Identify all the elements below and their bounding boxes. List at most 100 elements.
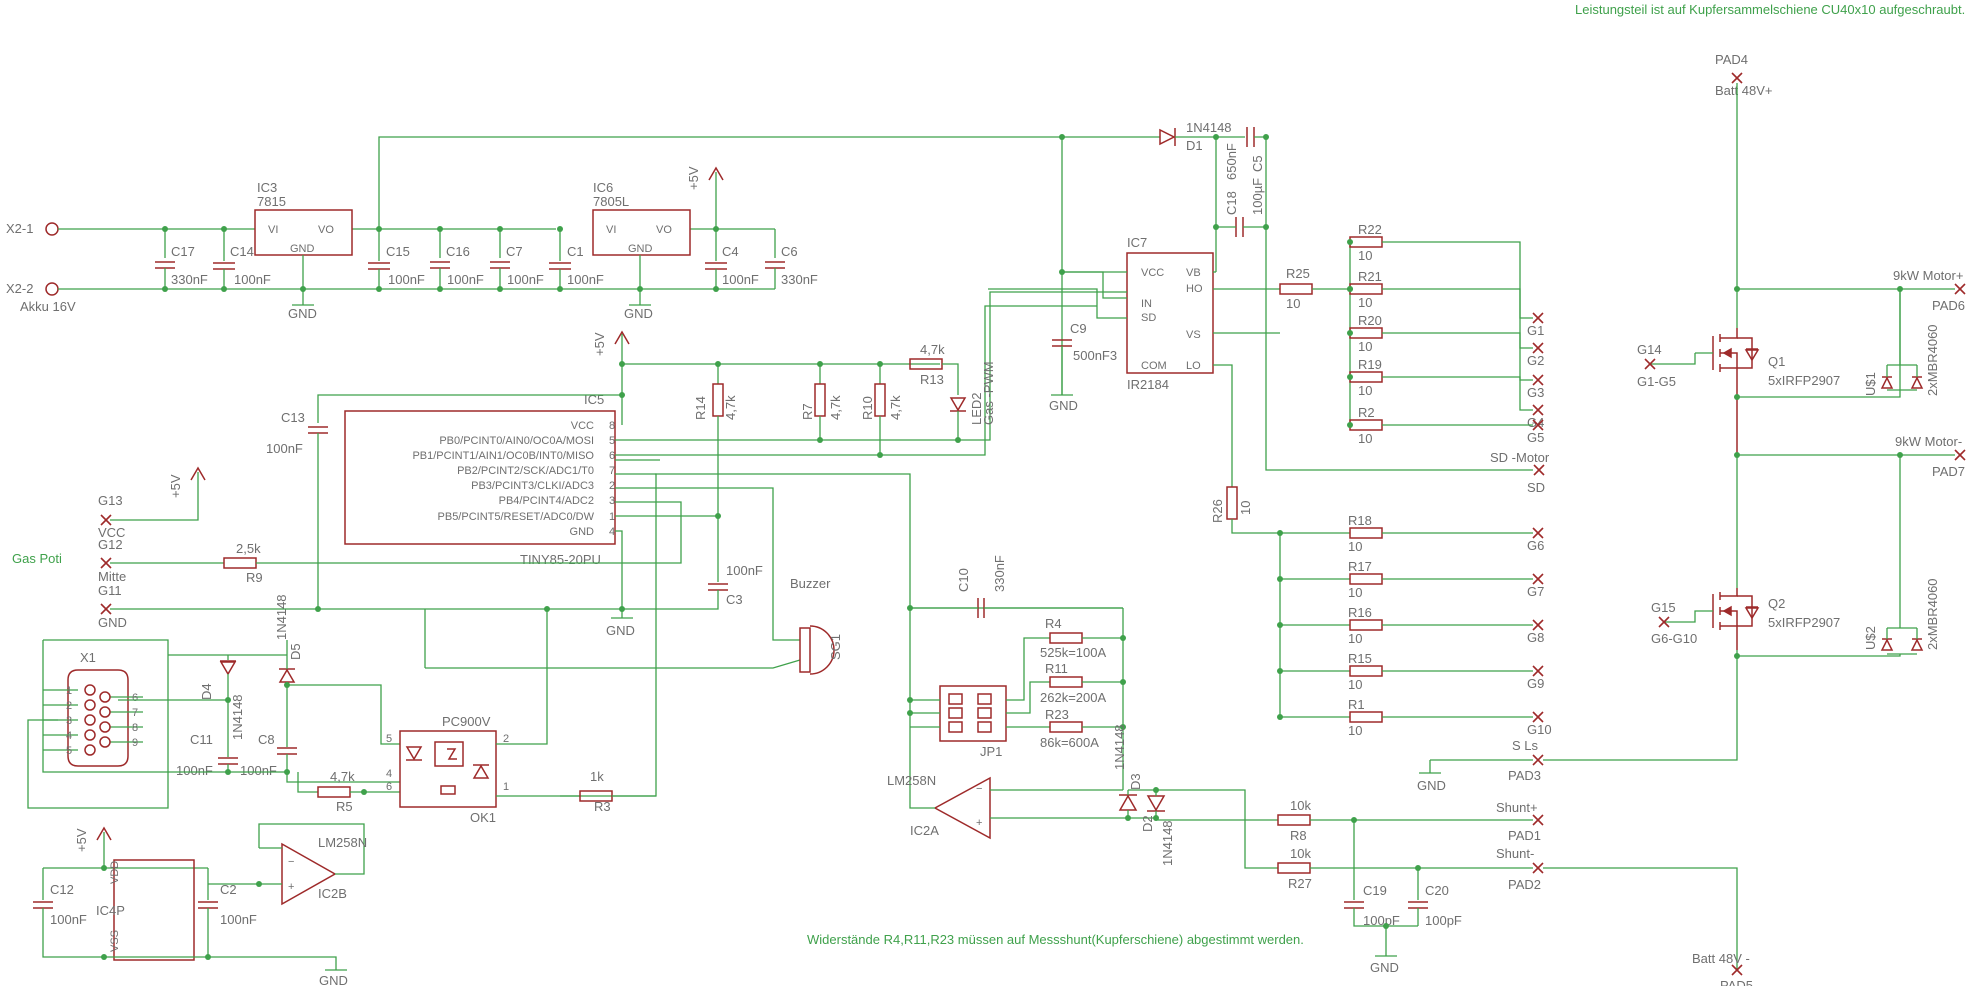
gnd-label-3: GND — [1049, 398, 1078, 413]
c8-value: 100nF — [240, 763, 277, 778]
d5-value: 1N4148 — [274, 594, 289, 640]
c17: C17 — [171, 244, 195, 259]
ok1: OK1 — [470, 810, 496, 825]
ic7-com: COM — [1141, 360, 1167, 372]
opamp-supply: +5V IC4P VDD VSS GND C12 100nF C2 100nF … — [33, 823, 367, 986]
r4-value: 525k=100A — [1040, 645, 1106, 660]
gate-pad-label: G1 — [1527, 323, 1544, 338]
gate-pad-x — [1532, 404, 1544, 416]
gate-pad-x — [1532, 711, 1544, 723]
gate-resistor-name: R22 — [1358, 222, 1382, 237]
g6-g10: G6-G10 — [1651, 631, 1697, 646]
d4-value: 1N4148 — [230, 694, 245, 740]
gate-pad-x — [1532, 527, 1544, 539]
cap-row — [155, 229, 785, 289]
ic6-vi: VI — [606, 224, 616, 236]
ic7-lo: LO — [1186, 360, 1201, 372]
pad6: PAD6 — [1932, 298, 1965, 313]
c15-value: 100nF — [388, 272, 425, 287]
x1-pin-number: 9 — [132, 737, 138, 749]
r4: R4 — [1045, 616, 1062, 631]
ic2b: IC2B — [318, 886, 347, 901]
r5-value: 4,7k — [330, 769, 355, 784]
gate-resistor — [1349, 236, 1383, 248]
ok1-value: PC900V — [442, 714, 491, 729]
c13: C13 — [281, 410, 305, 425]
c14-value: 100nF — [234, 272, 271, 287]
buzzer-label: Buzzer — [790, 576, 831, 591]
r25-value: 10 — [1286, 296, 1300, 311]
r27: R27 — [1288, 876, 1312, 891]
driver-section: 1N4148 D1 C5 C18 650nF 100µF IC7 IR2184 … — [988, 120, 1350, 534]
mcu-pin-number: 2 — [609, 480, 615, 492]
d1: D1 — [1186, 138, 1203, 153]
us2-value: 2xMBR4060 — [1925, 578, 1940, 650]
gate-resistor-name: R1 — [1348, 697, 1365, 712]
ic5-value: TINY85-20PU — [520, 552, 601, 567]
label-x2-1: X2-1 — [6, 221, 33, 236]
c9: C9 — [1070, 321, 1087, 336]
pad-vcc: VCC — [98, 525, 125, 540]
led2: LED2 — [969, 392, 984, 425]
label-akku: Akku 16V — [20, 299, 76, 314]
p5v-label-3: +5V — [168, 474, 183, 498]
gate-resistor-name: R2 — [1358, 405, 1375, 420]
gate-pad-label: G2 — [1527, 353, 1544, 368]
gate-pad-x — [1532, 619, 1544, 631]
c14: C14 — [230, 244, 254, 259]
gate-resistor-value: 10 — [1348, 631, 1362, 646]
d3-value: 1N4148 — [1112, 724, 1127, 770]
r8: R8 — [1290, 828, 1307, 843]
d2: D2 — [1140, 815, 1155, 832]
gate-banks — [1265, 242, 1533, 717]
gate-resistor-value: 10 — [1358, 339, 1372, 354]
r27-value: 10k — [1290, 846, 1311, 861]
g1-g5: G1-G5 — [1637, 374, 1676, 389]
ic2b-plus: + — [288, 881, 294, 893]
gate-resistor-name: R19 — [1358, 357, 1382, 372]
ic2a-value: LM258N — [887, 773, 936, 788]
r9-value: 2,5k — [236, 541, 261, 556]
jp1: JP1 — [980, 744, 1002, 759]
ic4p: IC4P — [96, 903, 125, 918]
p5v-label-1: +5V — [686, 166, 701, 190]
gate-resistor-value: 10 — [1358, 431, 1372, 446]
motor-minus: 9kW Motor- — [1895, 434, 1962, 449]
r13-value: 4,7k — [920, 342, 945, 357]
gate-pad-label: G5 — [1527, 430, 1544, 445]
mcu-pin-number: 5 — [609, 435, 615, 447]
c18-value: 650nF — [1224, 143, 1239, 180]
r23-value: 86k=600A — [1040, 735, 1099, 750]
c3-value: 100nF — [726, 563, 763, 578]
gate-resistor-name: R16 — [1348, 605, 1372, 620]
ic3-name: IC3 — [257, 180, 277, 195]
d4: D4 — [199, 683, 214, 700]
ic3-value: 7815 — [257, 194, 286, 209]
ic3-vo: VO — [318, 224, 334, 236]
d3: D3 — [1128, 773, 1143, 790]
ok1-pin2: 2 — [503, 733, 509, 745]
sg1: SG1 — [828, 634, 843, 660]
gate-pad-x — [1532, 374, 1544, 386]
sd-motor-label: SD -Motor — [1490, 450, 1550, 465]
gate-resistor — [1349, 419, 1383, 431]
gate-resistor — [1349, 327, 1383, 339]
r9: R9 — [246, 570, 263, 585]
c6-value: 330nF — [781, 272, 818, 287]
ok1-pin6: 6 — [386, 781, 392, 793]
gate-resistor — [1349, 573, 1383, 585]
c17-value: 330nF — [171, 272, 208, 287]
sd-label: SD — [1527, 480, 1545, 495]
gate-pad-x — [1532, 342, 1544, 354]
shunt-section: C10 330nF JP1 R4 525k=100A R11 262k=200A… — [655, 473, 1533, 975]
c9-value: 500nF3 — [1073, 348, 1117, 363]
c15: C15 — [386, 244, 410, 259]
r11: R11 — [1045, 661, 1068, 676]
ic2a-minus: − — [976, 783, 982, 795]
d5: D5 — [288, 643, 303, 660]
mcu-pin-label: VCC — [571, 420, 594, 432]
gate-resistor-name: R15 — [1348, 651, 1372, 666]
gate-pad-label: G10 — [1527, 722, 1552, 737]
ok1-pin5: 5 — [386, 733, 392, 745]
